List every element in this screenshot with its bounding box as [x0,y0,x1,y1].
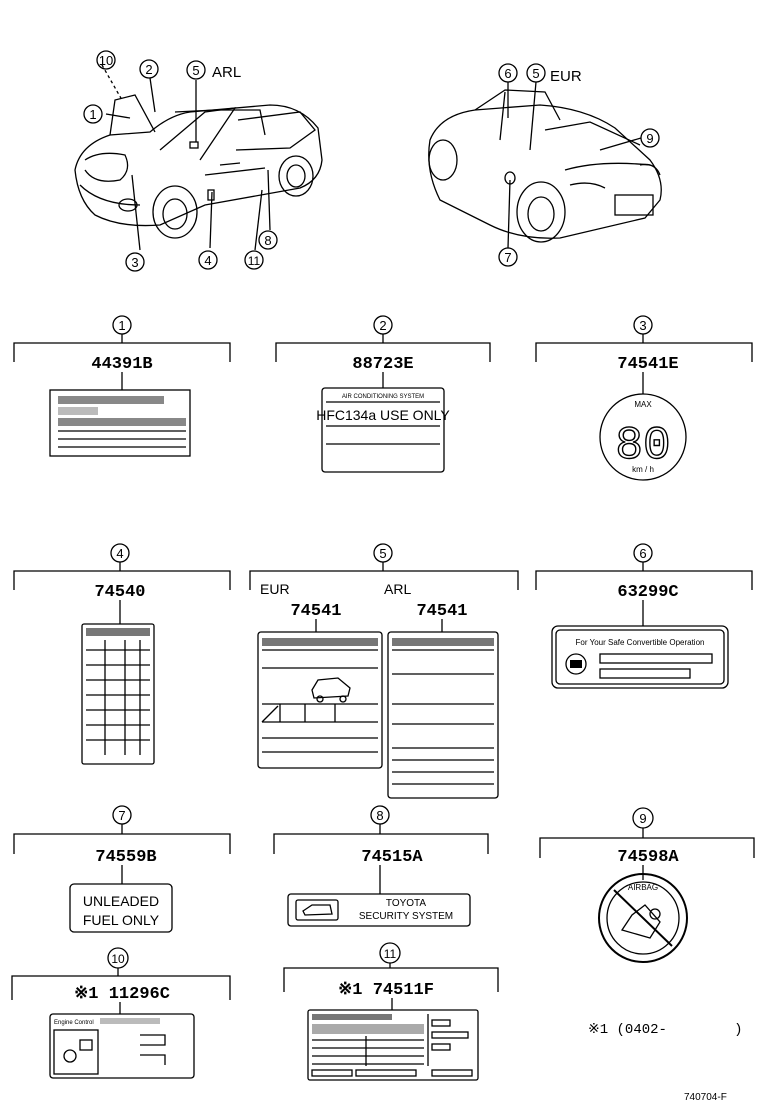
label-5-callout: 5 [379,546,386,561]
label-2-image: AIR CONDITIONING SYSTEM HFC134a USE ONLY [316,387,450,473]
label-11-part-number: ※1 74511F [338,981,434,1000]
rear-callouts: 6 5 EUR 9 7 [498,63,660,267]
label-2-main-text: HFC134a USE ONLY [316,407,450,423]
callout-7-rear: 7 [504,250,511,265]
label-7-line2: FUEL ONLY [83,912,160,928]
label-8-image: TOYOTA SECURITY SYSTEM [287,893,471,927]
label-9-arc-text: AIRBAG [628,883,658,892]
label-1-callout: 1 [118,318,125,333]
label-5-arl-image [387,631,499,799]
label-6-image: For Your Safe Convertible Operation [551,625,729,689]
label-2-section: 2 88723E AIR CONDITIONING SYSTEM HFC134a… [275,315,491,473]
label-6-section: 6 63299C For Your Safe Convertible Opera… [535,543,753,689]
label-9-section: 9 74598A AIRBAG [539,807,755,963]
label-5-eur-part-number: 74541 [290,602,341,621]
label-3-part-number: 74541E [617,355,678,374]
label-11-image [307,1009,479,1081]
rear-car-illustration [428,81,662,249]
label-3-section: 3 74541E MAX 80 km / h [535,315,753,481]
label-11-callout: 11 [384,947,397,961]
label-6-part-number: 63299C [617,583,678,602]
label-8-line1: TOYOTA [386,898,427,909]
label-5-section: 5 EUR ARL 74541 74541 [249,543,519,799]
label-5-eur-image [257,631,383,769]
rear-region-label: EUR [550,68,582,85]
label-4-section: 4 74540 [13,543,231,765]
label-10-section: 10 ※1 11296C Engine Control [11,947,231,1079]
label-1-section: 1 44391B [13,315,231,457]
label-1-image [49,389,191,457]
callout-10-front: 10 [99,53,113,68]
label-8-part-number: 74515A [361,848,423,867]
callout-5-rear: 5 [532,66,539,81]
label-4-callout: 4 [116,546,123,561]
label-7-line1: UNLEADED [83,893,159,909]
front-callouts: 10 2 1 5 ARL 3 4 8 11 [83,50,278,272]
label-4-part-number: 74540 [94,583,145,602]
label-9-image: AIRBAG [598,873,688,963]
footnote: ※1 (0402- ) [588,1022,743,1038]
callout-1-front: 1 [89,107,96,122]
label-3-unit: km / h [632,465,654,474]
label-10-callout: 10 [111,952,125,966]
label-4-image [81,623,155,765]
label-8-line2: SECURITY SYSTEM [359,911,453,922]
label-8-section: 8 74515A TOYOTA SECURITY SYSTEM [273,805,489,927]
label-2-callout: 2 [379,318,386,333]
callout-9-rear: 9 [646,131,653,146]
label-7-callout: 7 [118,808,125,823]
figure-code: 740704-F [684,1092,727,1103]
label-2-part-number: 88723E [352,355,413,374]
label-5-arl-part-number: 74541 [416,602,467,621]
label-1-part-number: 44391B [91,355,152,374]
callout-5-front: 5 [192,63,199,78]
label-3-top-text: MAX [634,400,652,409]
label-2-header-text: AIR CONDITIONING SYSTEM [342,394,424,400]
callout-11-front: 11 [248,254,261,268]
label-7-part-number: 74559B [95,848,156,867]
label-5-eur-region: EUR [260,581,290,597]
label-11-section: 11 ※1 74511F [283,942,499,1081]
callout-8-front: 8 [264,233,271,248]
label-7-section: 7 74559B UNLEADED FUEL ONLY [13,805,231,933]
callout-3-front: 3 [131,255,138,270]
label-3-image: MAX 80 km / h [599,393,687,481]
label-10-part-number: ※1 11296C [74,985,170,1004]
label-9-part-number: 74598A [617,848,679,867]
label-10-header-text: Engine Control [54,1020,94,1026]
label-3-callout: 3 [639,318,646,333]
label-3-speed: 80 [615,420,670,472]
callout-2-front: 2 [145,62,152,77]
label-8-callout: 8 [376,808,383,823]
label-7-image: UNLEADED FUEL ONLY [69,883,173,933]
label-5-arl-region: ARL [384,581,411,597]
callout-6-rear: 6 [504,66,511,81]
callout-4-front: 4 [204,253,211,268]
front-region-label: ARL [212,64,241,81]
label-10-image: Engine Control [49,1013,195,1079]
label-6-text: For Your Safe Convertible Operation [576,638,705,647]
front-car-illustration [74,64,323,251]
label-9-callout: 9 [639,811,646,826]
label-6-callout: 6 [639,546,646,561]
